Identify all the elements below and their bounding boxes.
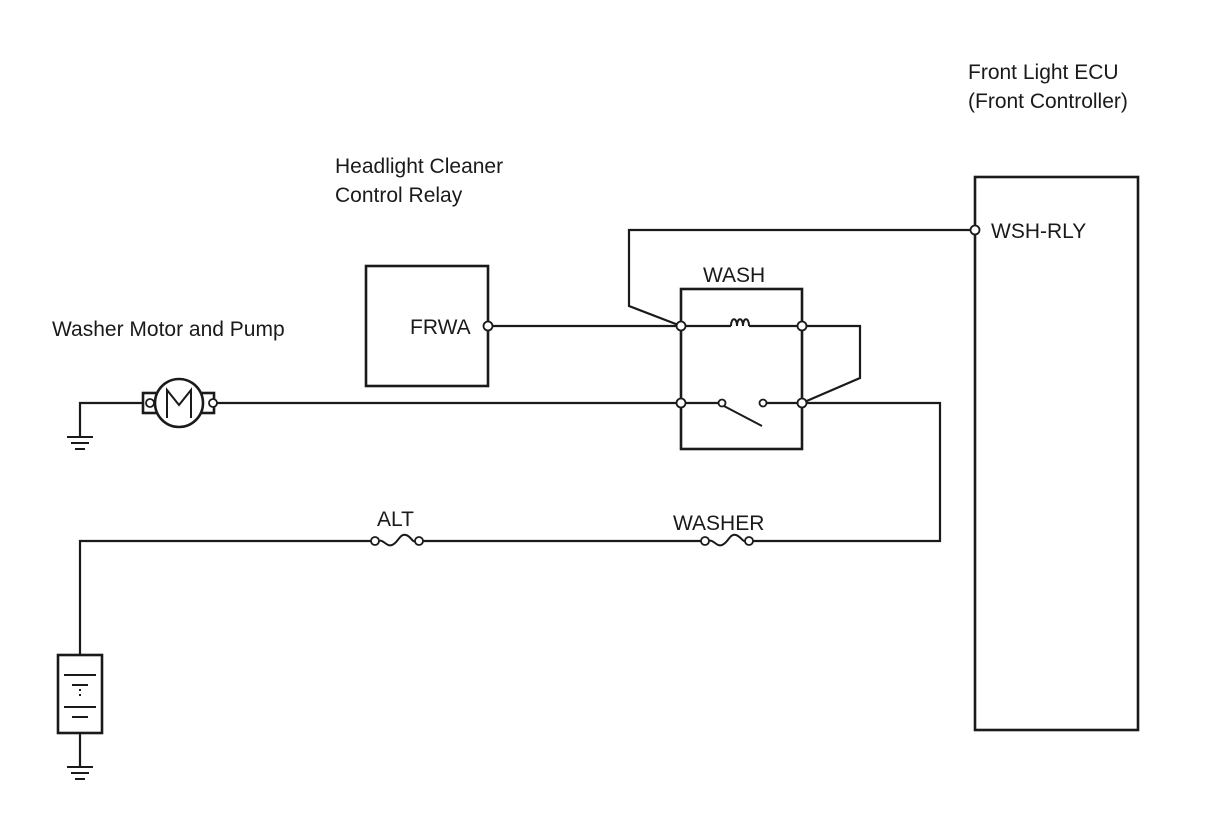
control-relay-box [364, 264, 490, 388]
wash-relay-box [679, 287, 804, 451]
terminal-frwa [482, 320, 494, 332]
terminal-relay-switch-left [675, 397, 687, 409]
fuse-washer-terminal-right [744, 536, 754, 546]
ground-battery-icon [67, 766, 93, 780]
wash-relay-label: WASH [703, 264, 765, 287]
motor-label: Washer Motor and Pump [52, 318, 285, 341]
motor-icon [153, 377, 205, 429]
control-relay-title-line1: Headlight Cleaner [335, 155, 503, 178]
fuse-washer-icon [707, 533, 749, 547]
relay-switch-contact-b [758, 398, 768, 408]
motor-winding-icon [166, 387, 192, 418]
fuse-alt-terminal-right [414, 536, 424, 546]
control-relay-pin-frwa: FRWA [410, 316, 471, 339]
terminals [482, 224, 981, 409]
terminal-wsh-rly [969, 224, 981, 236]
fuse-washer: WASHER [673, 512, 764, 547]
motor-terminal-right [208, 398, 218, 408]
relay-coil-icon [730, 318, 750, 327]
relay-switch-blade-icon [721, 404, 763, 427]
wire-switch-to-fuse-line [752, 401, 942, 543]
wire-coil-loop [801, 324, 862, 405]
washer-motor-and-pump: Washer Motor and Pump [52, 318, 285, 429]
wash-relay: WASH [679, 264, 804, 451]
headlight-cleaner-control-relay: Headlight Cleaner Control Relay FRWA [335, 155, 503, 388]
fuse-alt: ALT [370, 508, 424, 547]
fuse-washer-terminal-left [700, 536, 710, 546]
motor-terminal-left [145, 398, 155, 408]
fuse-alt-label: ALT [377, 508, 414, 531]
ground-motor-icon [67, 436, 93, 450]
wire-wsh-rly-to-coil [627, 228, 975, 328]
fuse-washer-label: WASHER [673, 512, 764, 535]
wire-motor-ground [78, 401, 146, 437]
ecu-box [973, 175, 1140, 732]
battery [56, 653, 104, 735]
relay-switch-contact-a [717, 398, 727, 408]
wires [78, 228, 975, 767]
control-relay-title-line2: Control Relay [335, 184, 463, 207]
terminal-relay-coil-left [675, 320, 687, 332]
front-light-ecu: Front Light ECU (Front Controller) WSH-R… [968, 61, 1140, 732]
fuse-alt-icon [377, 533, 417, 547]
fuse-alt-terminal-left [370, 536, 380, 546]
terminal-relay-coil-right [796, 320, 808, 332]
ecu-title-line1: Front Light ECU [968, 61, 1119, 84]
ecu-pin-wsh-rly: WSH-RLY [991, 220, 1086, 243]
terminal-relay-switch-right [796, 397, 808, 409]
wire-alt-to-battery [78, 539, 374, 655]
ecu-title-line2: (Front Controller) [968, 90, 1128, 113]
